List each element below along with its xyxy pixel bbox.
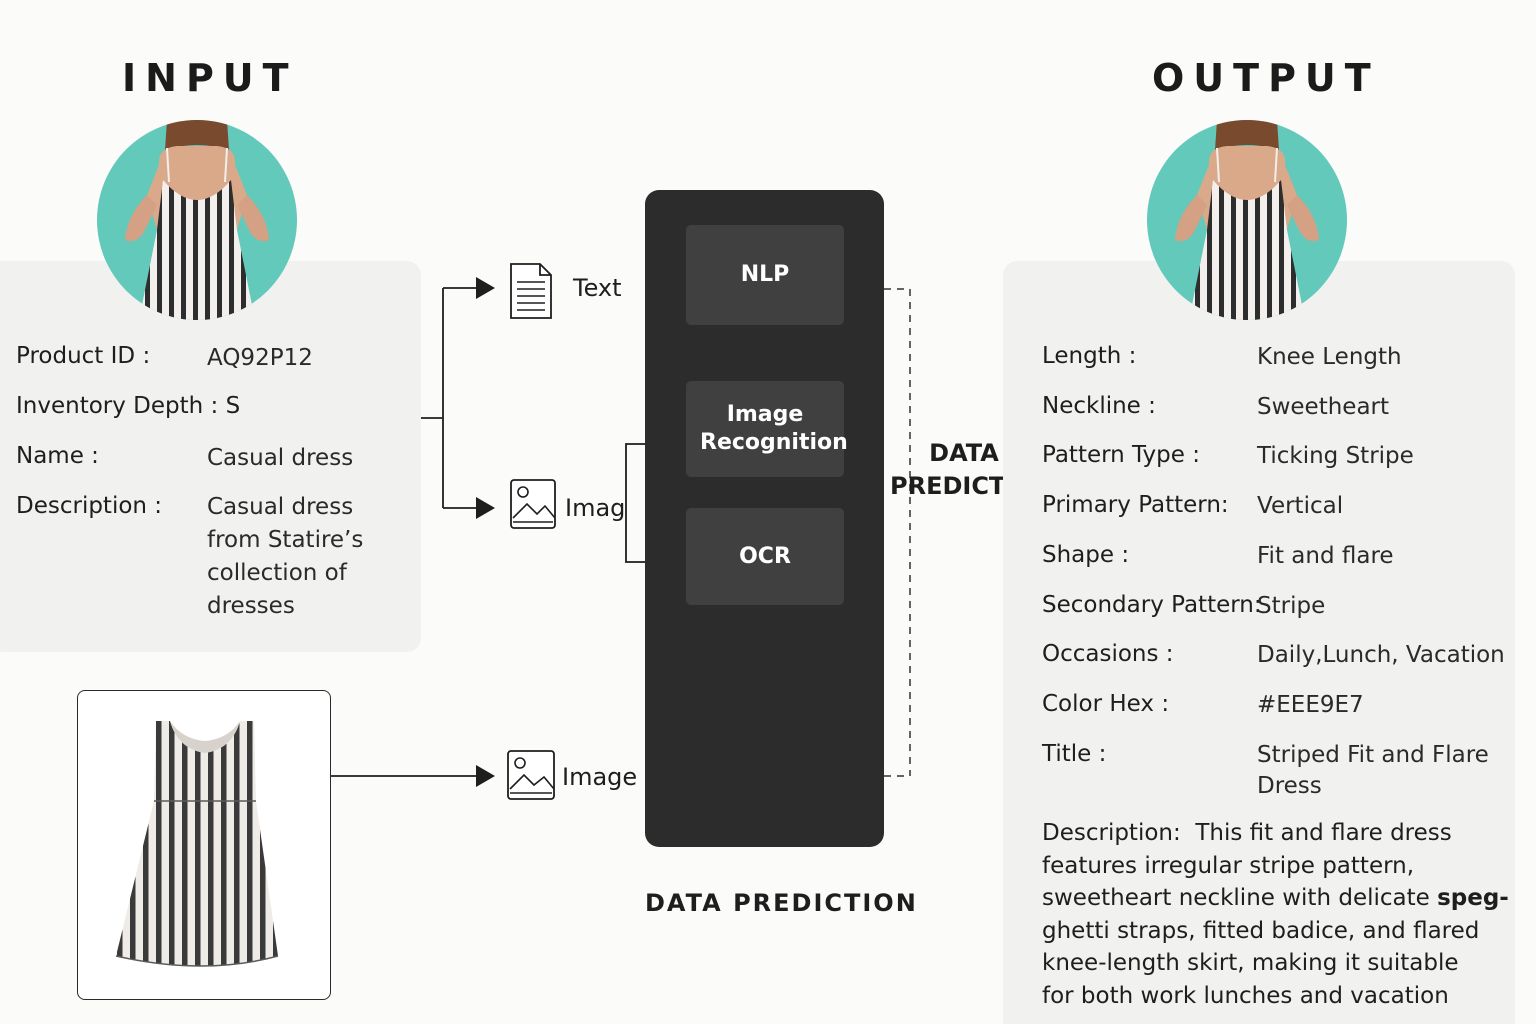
- model-back-illustration-output: [1175, 120, 1319, 320]
- side-label-line1: DATA: [929, 439, 999, 467]
- model-back-illustration: [125, 120, 269, 320]
- neckline-value: Sweetheart: [1257, 394, 1390, 420]
- length-label: Length :: [1042, 343, 1137, 369]
- title-value: Striped Fit and Flare Dress: [1257, 742, 1489, 799]
- ocr-chip-label: OCR: [739, 543, 791, 569]
- output-model-photo: [1147, 120, 1347, 320]
- image-recognition-chip: Image Recognition: [686, 381, 848, 477]
- product-id-value: AQ92P12: [207, 345, 313, 371]
- image-label-2: Image: [562, 763, 638, 791]
- description-line-6: for both work lunches and vacation: [1042, 982, 1449, 1009]
- product-image-card: [77, 690, 331, 1000]
- description-text-3-bold: speg-: [1437, 885, 1509, 911]
- description-text-1: This fit and flare dress: [1195, 820, 1452, 846]
- neckline-label: Neckline :: [1042, 393, 1156, 419]
- input-heading: INPUT: [122, 56, 298, 100]
- length-value: Knee Length: [1257, 344, 1402, 370]
- description-label: Description :: [16, 493, 163, 519]
- pattern-type-value: Ticking Stripe: [1257, 443, 1414, 469]
- inventory-depth-label: Inventory Depth : S: [16, 393, 241, 419]
- image-label-1: Imag: [565, 494, 626, 522]
- shape-label: Shape :: [1042, 542, 1130, 568]
- primary-pattern-label: Primary Pattern:: [1042, 492, 1229, 518]
- nlp-chip: NLP: [686, 225, 844, 325]
- secondary-pattern-label: Secondary Pattern:: [1042, 592, 1262, 618]
- data-prediction-caption: DATA PREDICTION: [645, 889, 918, 917]
- output-description-label: Description:: [1042, 820, 1181, 846]
- title-label: Title :: [1042, 741, 1107, 767]
- occasions-label: Occasions :: [1042, 641, 1174, 667]
- secondary-pattern-value: Stripe: [1257, 593, 1326, 619]
- input-model-photo: [97, 120, 297, 320]
- input-card: [0, 261, 421, 652]
- product-id-label: Product ID :: [16, 343, 151, 369]
- text-label: Text: [573, 274, 622, 302]
- ocr-chip: OCR: [686, 508, 844, 605]
- image-icon-1: [509, 478, 557, 534]
- description-line-5: knee-length skirt, making it suitable: [1042, 950, 1459, 976]
- dress-illustration: [115, 721, 279, 967]
- name-value: Casual dress: [207, 445, 354, 471]
- color-hex-value: #EEE9E7: [1257, 692, 1364, 718]
- nlp-chip-label: NLP: [740, 262, 790, 287]
- color-hex-label: Color Hex :: [1042, 691, 1170, 717]
- description-line-2: features irregular stripe pattern,: [1042, 852, 1415, 879]
- output-heading: OUTPUT: [1152, 56, 1380, 100]
- shape-value: Fit and flare: [1257, 543, 1394, 569]
- name-label: Name :: [16, 443, 99, 469]
- description-line-4: ghetti straps, fitted badice, and flared: [1042, 917, 1480, 944]
- primary-pattern-value: Vertical: [1257, 493, 1344, 519]
- image-icon-2: [506, 749, 556, 805]
- occasions-value: Daily,Lunch, Vacation: [1257, 642, 1505, 668]
- description-line-1: Description: This fit and flare dress: [1042, 817, 1512, 850]
- image-recognition-chip-label: Image Recognition: [700, 402, 848, 455]
- pattern-type-label: Pattern Type :: [1042, 442, 1200, 468]
- output-card: [1003, 261, 1515, 1024]
- description-value: Casual dress from Statire’s collection o…: [207, 494, 364, 619]
- description-text-3: sweetheart neckline with delicate: [1042, 885, 1438, 911]
- description-line-3: sweetheart neckline with delicate speg-: [1042, 882, 1512, 915]
- output-description: Description: This fit and flare dress fe…: [1042, 817, 1512, 1012]
- document-icon: [508, 262, 554, 324]
